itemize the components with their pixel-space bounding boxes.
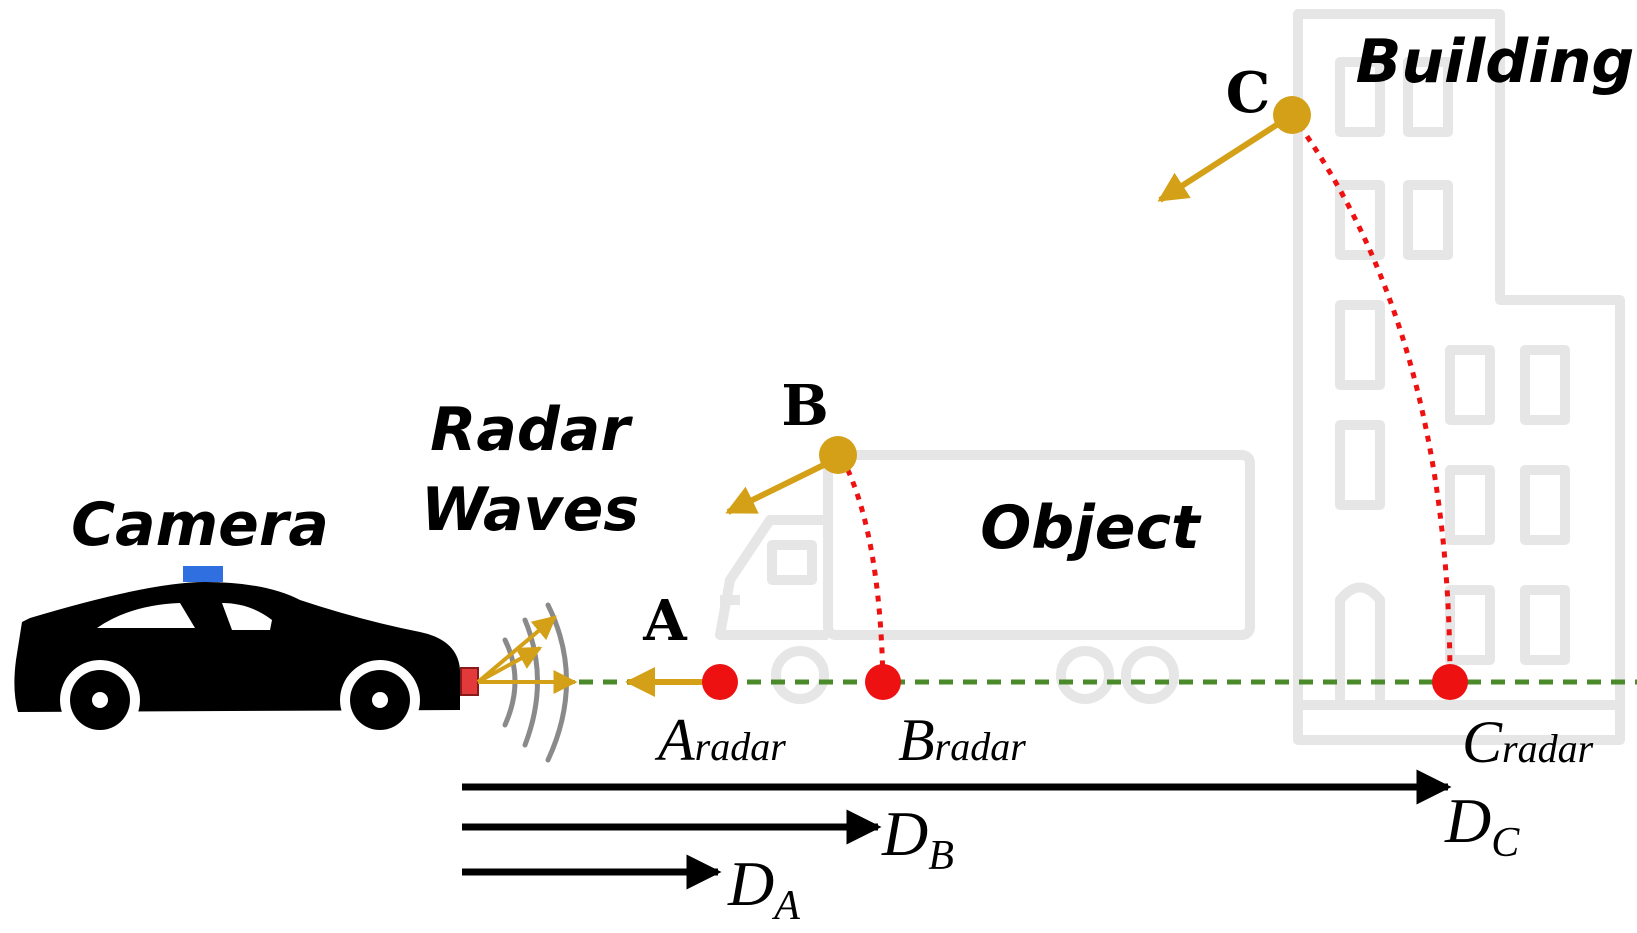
point-c bbox=[1273, 96, 1311, 134]
projection-dot-a bbox=[702, 664, 738, 700]
arrow-b bbox=[725, 455, 840, 515]
projection-dot-c bbox=[1432, 664, 1468, 700]
projection-label-b: Bradar bbox=[898, 707, 1026, 773]
projection-arc-c bbox=[1289, 113, 1453, 683]
building-silhouette bbox=[1293, 9, 1625, 745]
radar-wave-arrows bbox=[476, 615, 578, 694]
building-label: Building bbox=[1356, 27, 1635, 97]
object-label: Object bbox=[980, 493, 1202, 563]
projection-arc-b bbox=[839, 456, 886, 683]
projection-label-c: Cradar bbox=[1462, 709, 1594, 775]
distance-label-c: DC bbox=[1444, 785, 1520, 866]
point-b bbox=[819, 436, 857, 474]
point-label-b: B bbox=[781, 373, 828, 439]
camera-label: Camera bbox=[71, 490, 329, 560]
radar-label-line2: Waves bbox=[421, 475, 639, 545]
radar-label-line1: Radar bbox=[430, 395, 633, 465]
distance-label-a: DA bbox=[727, 848, 800, 929]
car bbox=[14, 566, 461, 740]
distance-label-b: DB bbox=[881, 798, 954, 879]
arrow-c bbox=[1157, 112, 1294, 203]
projection-dot-b bbox=[865, 664, 901, 700]
radar-sensor bbox=[460, 667, 479, 696]
truck-silhouette bbox=[715, 450, 1255, 704]
camera-light bbox=[183, 566, 223, 582]
point-label-c: C bbox=[1226, 60, 1271, 126]
point-label-a: A bbox=[642, 588, 688, 654]
projection-label-a: Aradar bbox=[654, 707, 786, 773]
